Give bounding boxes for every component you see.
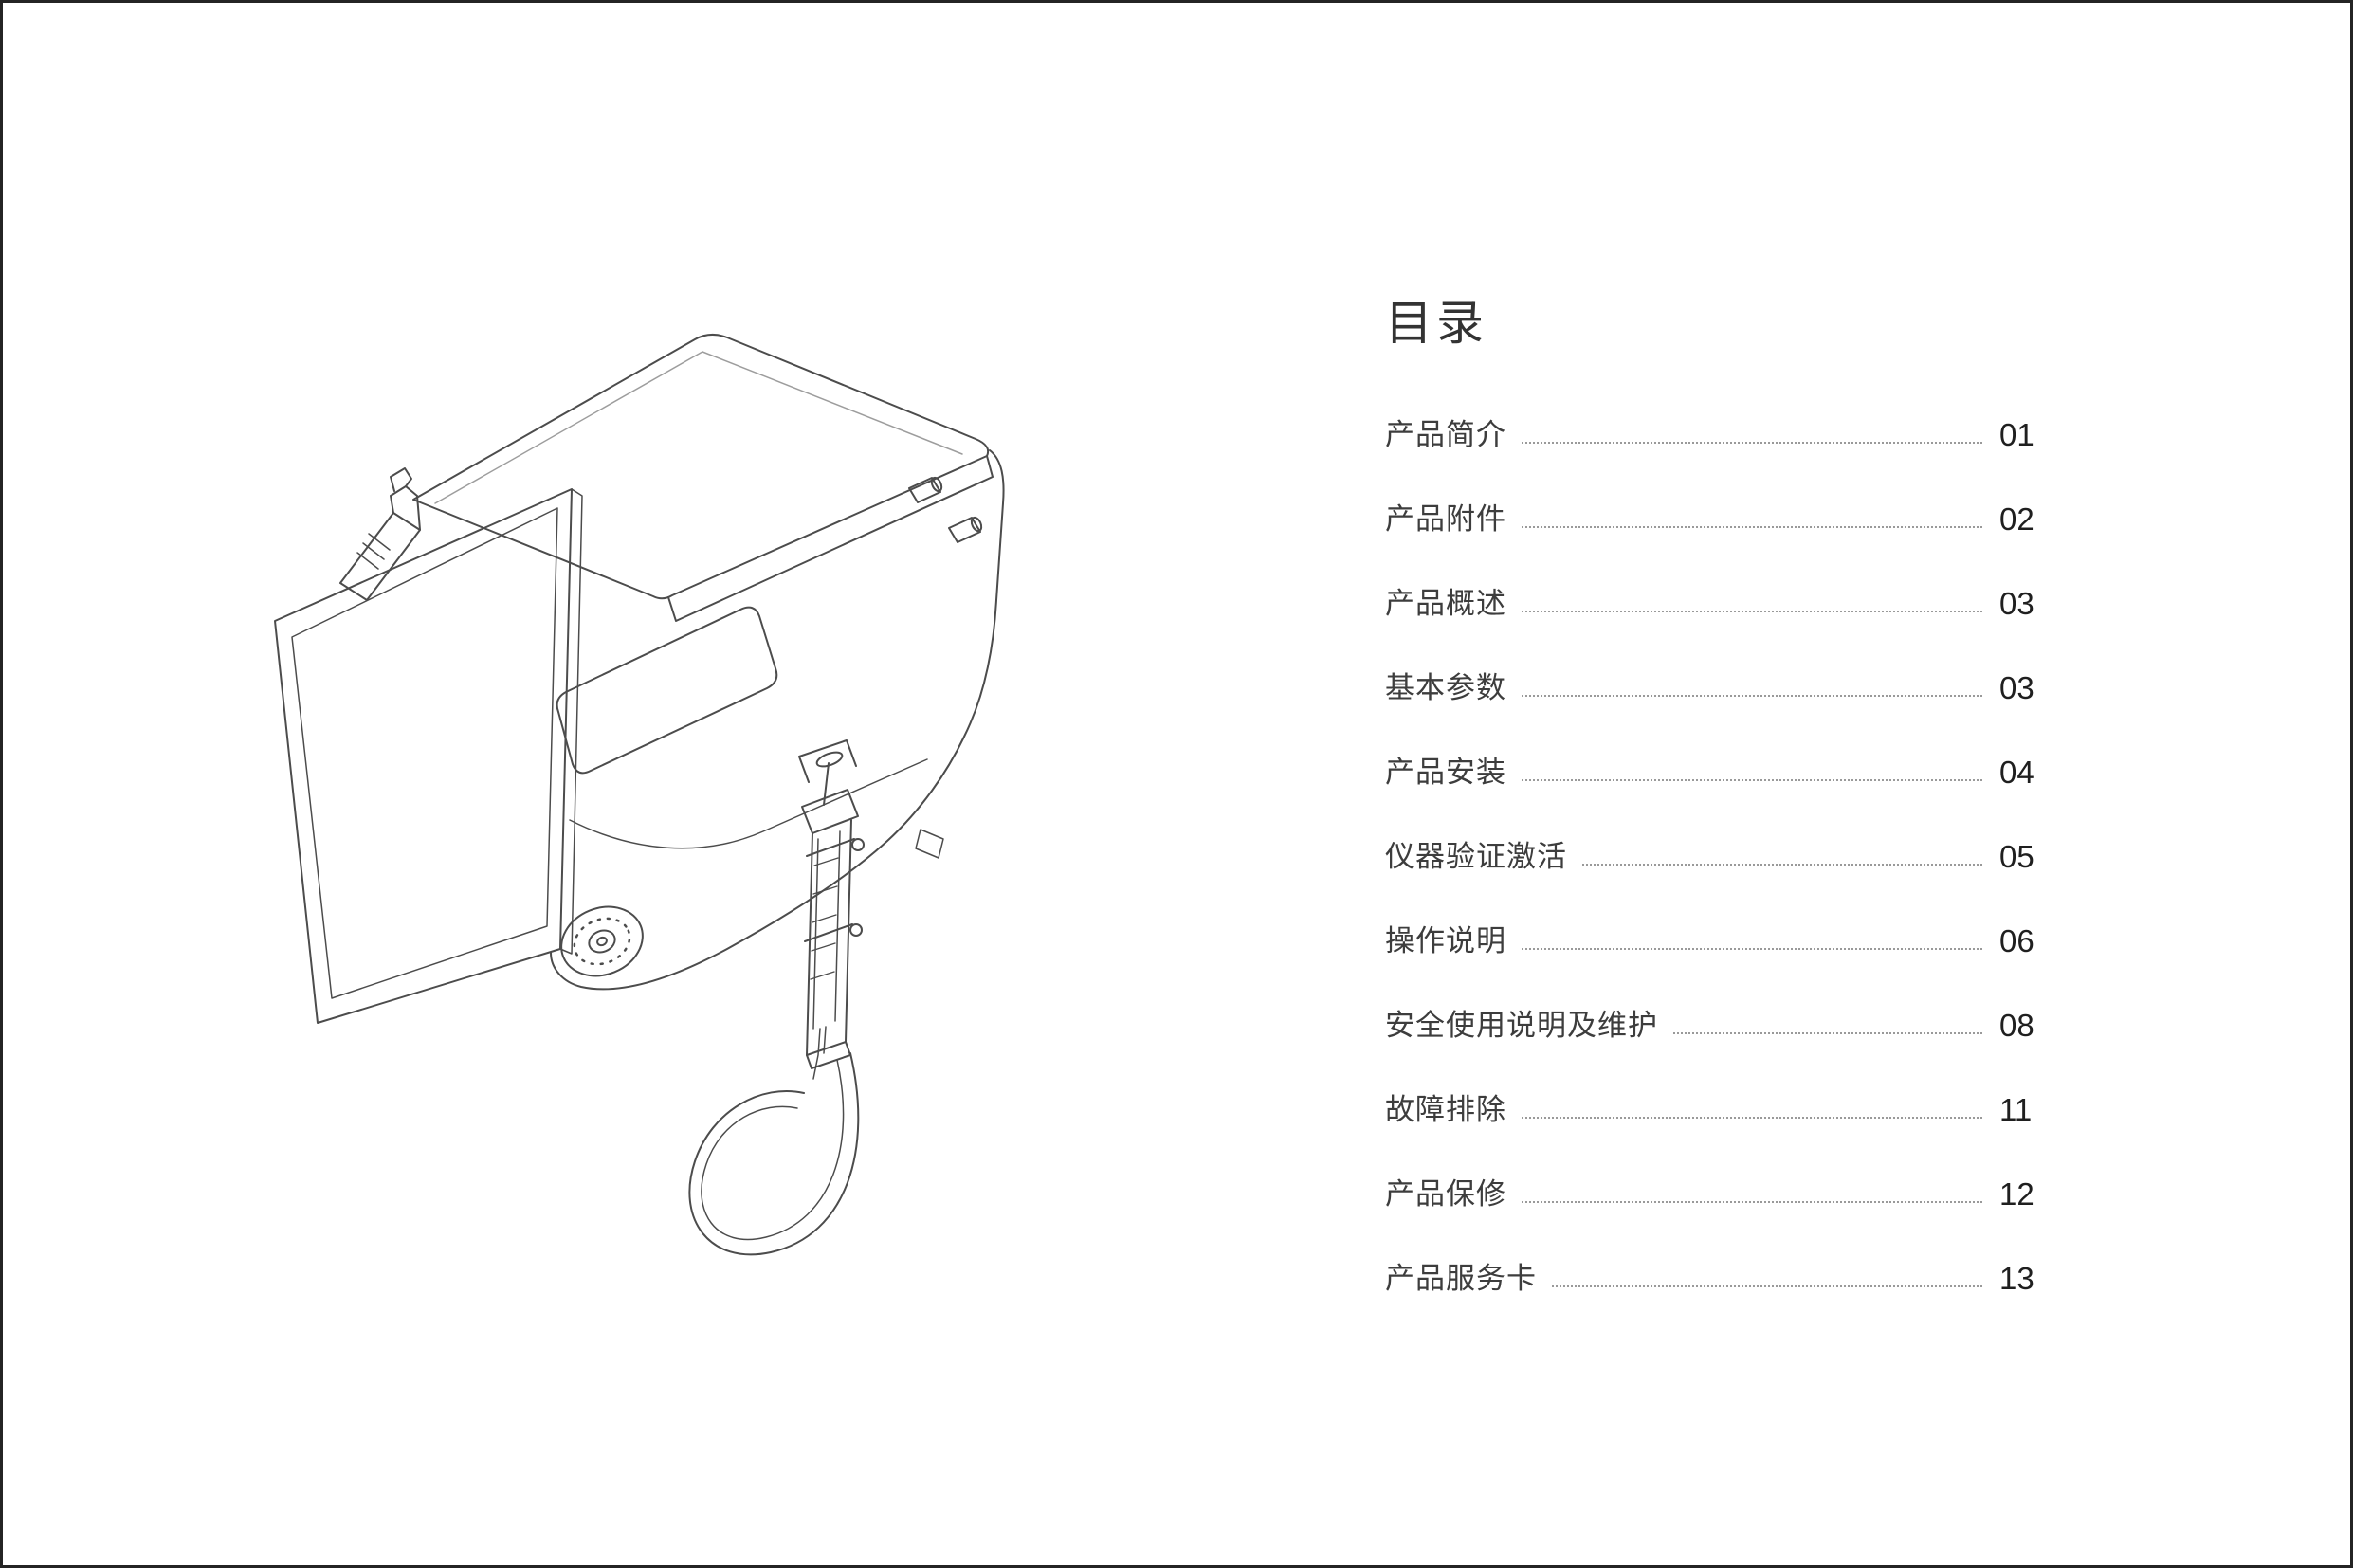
toc-list: 产品简介 01 产品附件 02 产品概述 03 基本参数 03 产品安装 xyxy=(1385,416,2054,1297)
toc-dotted-leader xyxy=(1522,611,1982,612)
toc-page-number: 02 xyxy=(1999,501,2034,537)
toc-dotted-leader xyxy=(1522,948,1982,950)
toc-page-number: 03 xyxy=(1999,670,2034,705)
toc-row: 基本参数 03 xyxy=(1385,669,2054,706)
toc-row: 安全使用说明及维护 08 xyxy=(1385,1007,2054,1044)
toc-row: 仪器验证激活 05 xyxy=(1385,838,2054,875)
toc-dotted-leader xyxy=(1522,695,1982,697)
toc-dotted-leader xyxy=(1582,864,1982,866)
toc-dotted-leader xyxy=(1522,1201,1982,1203)
toc-page-number: 13 xyxy=(1999,1261,2034,1296)
toc-entry-label: 产品保修 xyxy=(1385,1177,1506,1211)
toc-entry-label: 仪器验证激活 xyxy=(1385,840,1567,873)
toc-entry-label: 产品简介 xyxy=(1385,418,1506,451)
toc-row: 产品服务卡 13 xyxy=(1385,1260,2054,1297)
toc-dotted-leader xyxy=(1673,1032,1982,1034)
toc-row: 产品保修 12 xyxy=(1385,1176,2054,1212)
toc-page-number: 12 xyxy=(1999,1176,2034,1212)
table-of-contents: 目录 产品简介 01 产品附件 02 产品概述 03 基本参数 03 xyxy=(1385,285,2054,1344)
toc-title: 目录 xyxy=(1385,297,1487,350)
toc-page-number: 06 xyxy=(1999,923,2034,958)
product-illustration xyxy=(145,202,1093,1302)
toc-dotted-leader xyxy=(1522,442,1982,444)
toc-page-number: 05 xyxy=(1999,839,2034,874)
toc-page-number: 11 xyxy=(1999,1092,2033,1127)
toc-entry-label: 故障排除 xyxy=(1385,1093,1506,1126)
toc-entry-label: 产品附件 xyxy=(1385,502,1506,536)
toc-page-number: 04 xyxy=(1999,755,2034,790)
toc-row: 产品安装 04 xyxy=(1385,754,2054,791)
toc-entry-label: 操作说明 xyxy=(1385,924,1506,957)
toc-entry-label: 基本参数 xyxy=(1385,671,1506,704)
toc-row: 产品附件 02 xyxy=(1385,501,2054,538)
toc-entry-label: 产品安装 xyxy=(1385,756,1506,789)
toc-dotted-leader xyxy=(1522,779,1982,781)
toc-entry-label: 产品概述 xyxy=(1385,587,1506,620)
toc-dotted-leader xyxy=(1522,1117,1982,1119)
toc-row: 产品概述 03 xyxy=(1385,585,2054,622)
toc-entry-label: 产品服务卡 xyxy=(1385,1262,1537,1295)
toc-page-number: 08 xyxy=(1999,1008,2034,1043)
toc-row: 产品简介 01 xyxy=(1385,416,2054,453)
toc-page-number: 03 xyxy=(1999,586,2034,621)
toc-dotted-leader xyxy=(1552,1285,1982,1287)
device-line-drawing-icon xyxy=(274,334,1005,1256)
toc-entry-label: 安全使用说明及维护 xyxy=(1385,1009,1658,1042)
toc-page-number: 01 xyxy=(1999,417,2034,452)
toc-row: 操作说明 06 xyxy=(1385,922,2054,959)
toc-row: 故障排除 11 xyxy=(1385,1091,2054,1128)
toc-dotted-leader xyxy=(1522,526,1982,528)
